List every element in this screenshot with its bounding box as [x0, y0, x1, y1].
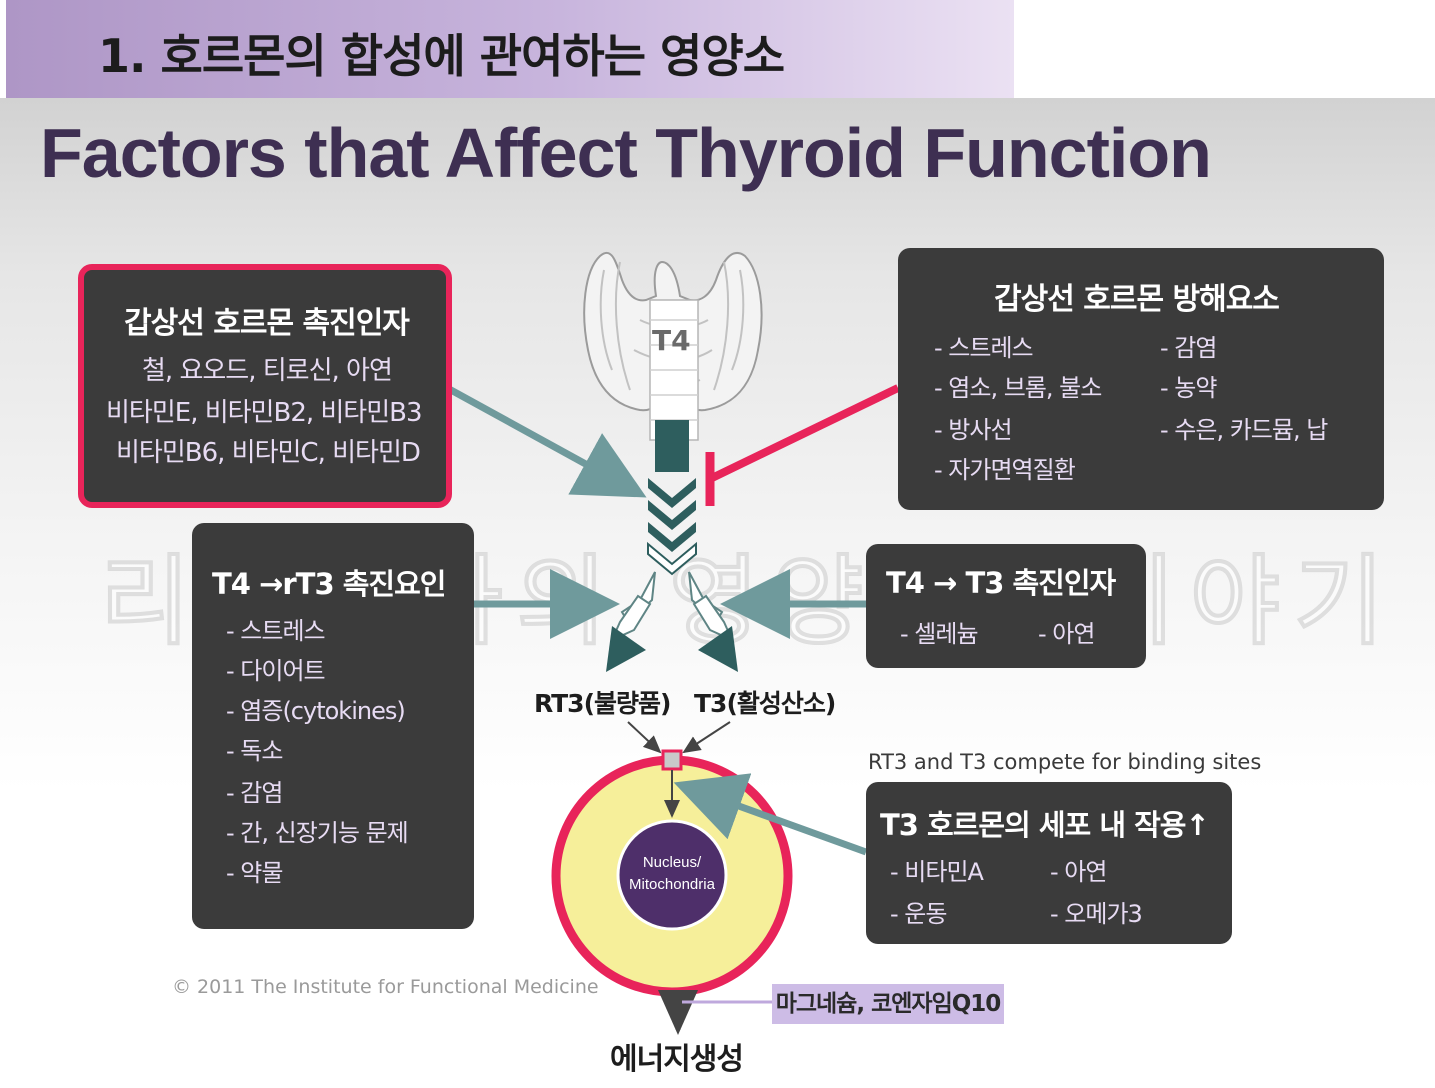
- nucleus-label-line-1: Nucleus/: [612, 854, 732, 871]
- inhibitor-item: - 수은, 카드뮴, 납: [1160, 410, 1327, 445]
- t3-promoters-box: T4 → T3 촉진인자 - 셀레늄 - 아연: [866, 544, 1146, 668]
- thyroid-inhibitors-box: 갑상선 호르몬 방해요소 - 스트레스 - 염소, 브롬, 불소 - 방사선 -…: [898, 248, 1384, 510]
- t3-output-label: T3(활성산소): [694, 684, 835, 720]
- t3-promoter-item: - 셀레늄: [900, 614, 978, 649]
- thyroid-promoters-box: 갑상선 호르몬 촉진인자 철, 요오드, 티로신, 아연 비타민E, 비타민B2…: [78, 264, 452, 508]
- inhibitor-line: [712, 388, 898, 478]
- rt3-promoter-item: - 염증(cytokines): [226, 691, 405, 726]
- t3-action-box: T3 호르몬의 세포 내 작용↑ - 비타민A - 아연 - 운동 - 오메가3: [866, 782, 1232, 944]
- rt3-promoter-item: - 감염: [226, 773, 282, 808]
- t3-promoters-title: T4 → T3 촉진인자: [886, 560, 1115, 602]
- inhibitor-item: - 감염: [1160, 328, 1216, 363]
- rt3-promoter-item: - 독소: [226, 731, 282, 766]
- t3-action-item: - 비타민A: [890, 852, 983, 887]
- nucleus-label-line-2: Mitochondria: [612, 876, 732, 893]
- cofactors-label: 마그네슘, 코엔자임Q10: [772, 984, 1004, 1024]
- promoters-line-2: 비타민E, 비타민B2, 비타민B3: [106, 392, 422, 429]
- promoter-arrow: [440, 384, 622, 484]
- rt3-promoter-item: - 스트레스: [226, 611, 325, 646]
- compete-note: RT3 and T3 compete for binding sites: [868, 750, 1261, 774]
- rt3-output-label: RT3(불량품): [534, 684, 670, 720]
- copyright-text: © 2011 The Institute for Functional Medi…: [172, 976, 599, 998]
- rt3-promoters-title: T4 →rT3 촉진요인: [212, 561, 445, 603]
- conversion-chevrons: [606, 420, 738, 672]
- t3-action-item: - 오메가3: [1050, 894, 1142, 929]
- inhibitor-item: - 농약: [1160, 368, 1216, 403]
- rt3-promoter-item: - 다이어트: [226, 651, 325, 686]
- t3-action-item: - 운동: [890, 894, 946, 929]
- thyroid-inhibitors-title: 갑상선 호르몬 방해요소: [994, 274, 1279, 318]
- t3-promoter-item: - 아연: [1038, 614, 1094, 649]
- energy-production-label: 에너지생성: [610, 1034, 743, 1078]
- nucleus: [618, 821, 726, 929]
- rt3-promoter-item: - 간, 신장기능 문제: [226, 813, 408, 848]
- promoters-line-3: 비타민B6, 비타민C, 비타민D: [116, 432, 420, 469]
- promoters-line-1: 철, 요오드, 티로신, 아연: [142, 350, 392, 387]
- t3-action-title: T3 호르몬의 세포 내 작용↑: [880, 802, 1209, 844]
- inhibitor-item: - 스트레스: [934, 328, 1033, 363]
- thyroid-promoters-title: 갑상선 호르몬 촉진인자: [124, 298, 409, 342]
- inhibitor-item: - 방사선: [934, 410, 1012, 445]
- inhibitor-item: - 염소, 브롬, 불소: [934, 368, 1101, 403]
- rt3-promoters-box: T4 →rT3 촉진요인 - 스트레스 - 다이어트 - 염증(cytokine…: [192, 523, 474, 929]
- inhibitor-item: - 자가면역질환: [934, 450, 1075, 485]
- thyroid-t4-label: T4: [652, 324, 691, 357]
- rt3-promoter-item: - 약물: [226, 853, 282, 888]
- t3-action-item: - 아연: [1050, 852, 1106, 887]
- binding-site: [663, 751, 681, 769]
